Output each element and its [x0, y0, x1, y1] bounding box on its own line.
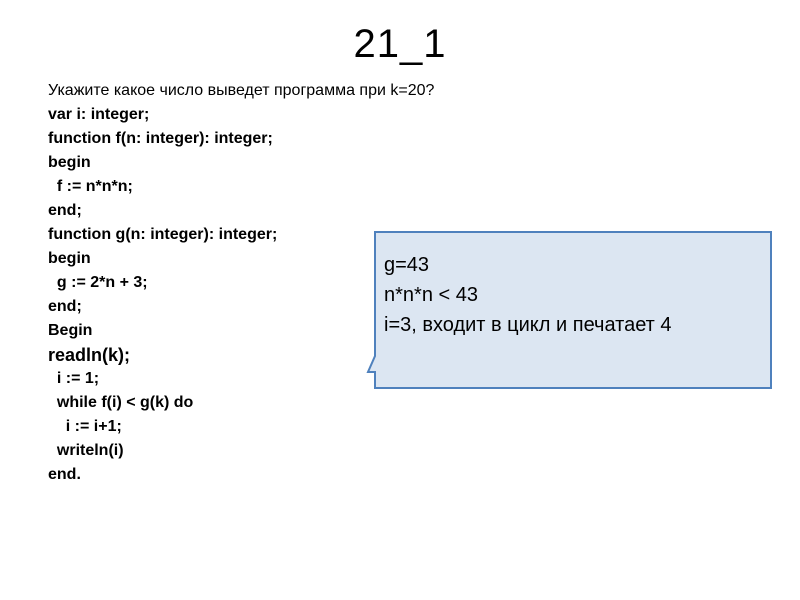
code-line: begin — [48, 154, 91, 171]
code-block: var i: integer; function f(n: integer): … — [48, 103, 568, 487]
task-question: Укажите какое число выведет программа пр… — [48, 82, 435, 99]
code-line: end. — [48, 466, 81, 483]
code-line: Begin — [48, 322, 93, 339]
code-line: readln(k); — [48, 345, 131, 365]
code-line: function g(n: integer): integer; — [48, 226, 278, 243]
code-line: var i: integer; — [48, 106, 150, 123]
code-line: i := i+1; — [48, 418, 122, 435]
callout-text: g=43 n*n*n < 43 i=3, входит в цикл и печ… — [384, 250, 764, 340]
slide-title: 21_1 — [353, 22, 447, 66]
code-line: end; — [48, 202, 82, 219]
code-line: end; — [48, 298, 82, 315]
code-line: writeln(i) — [48, 442, 124, 459]
code-line: begin — [48, 250, 91, 267]
code-line: while f(i) < g(k) do — [48, 394, 194, 411]
task-content: Укажите какое число выведет программа пр… — [48, 79, 568, 487]
callout-line: i=3, входит в цикл и печатает 4 — [384, 314, 672, 336]
callout-line: g=43 — [384, 254, 430, 276]
code-line: g := 2*n + 3; — [48, 274, 148, 291]
code-line: i := 1; — [48, 370, 100, 387]
code-line: f := n*n*n; — [48, 178, 133, 195]
callout-line: n*n*n < 43 — [384, 284, 478, 306]
code-line: function f(n: integer): integer; — [48, 130, 273, 147]
